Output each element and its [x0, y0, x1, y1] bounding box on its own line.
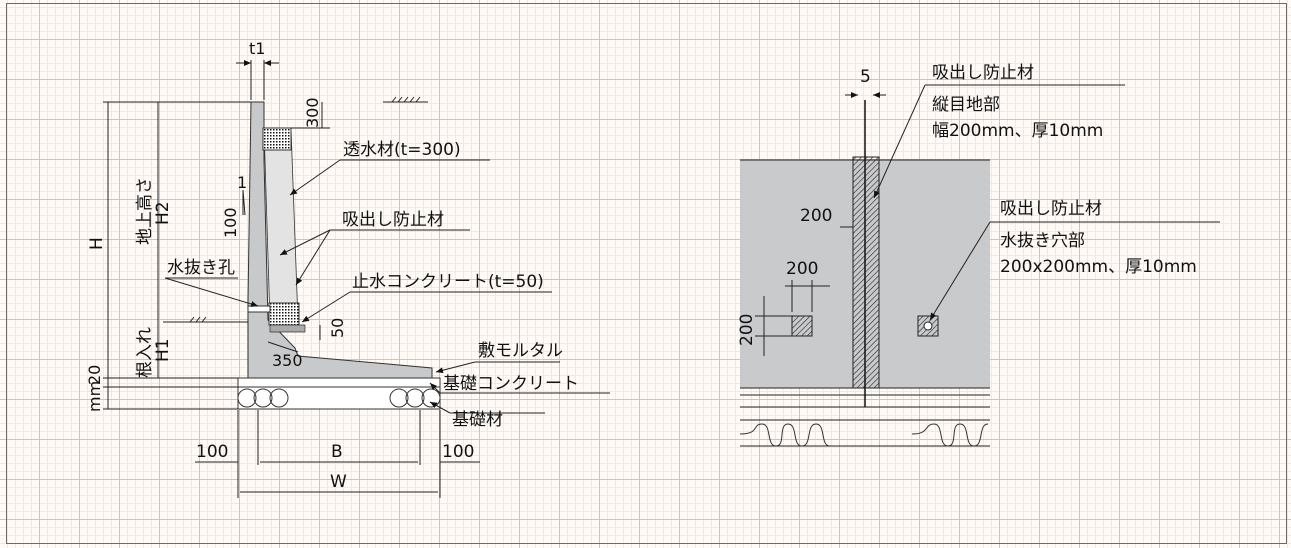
label-base-material: 基礎材: [452, 410, 503, 430]
label-weep-spec: 200x200mm、厚10mm: [1000, 257, 1197, 277]
label-anti-suction: 吸出し防止材: [342, 210, 444, 230]
dim-200-h: 200: [786, 259, 818, 279]
label-anti-suction-1: 吸出し防止材: [932, 63, 1034, 83]
dim-mm: mm: [85, 381, 104, 412]
dim-t1: t1: [249, 39, 265, 58]
label-H: H: [87, 237, 107, 250]
base-concrete: [237, 377, 441, 388]
dim-200-joint: 200: [800, 206, 832, 226]
weep-hole-right: [917, 315, 939, 337]
dim-350: 350: [272, 351, 303, 370]
label-drain-hole: 水抜き孔: [167, 258, 235, 278]
label-H2: H2: [153, 201, 173, 225]
dim-50: 50: [328, 318, 347, 338]
dim-20: 20: [85, 365, 104, 385]
slope-1: 1: [237, 173, 247, 192]
label-anti-suction-2: 吸出し防止材: [1000, 199, 1102, 219]
dim-100-left: 100: [196, 442, 228, 462]
dim-200-v: 200: [737, 314, 757, 346]
label-joint: 縦目地部: [932, 95, 1000, 115]
permeable-bottom-mesh: [268, 302, 300, 326]
label-permeable: 透水材(t=300): [343, 140, 461, 160]
drain-hole: [247, 305, 271, 313]
slope-100: 100: [221, 207, 240, 238]
label-base-concrete: 基礎コンクリート: [443, 374, 579, 394]
label-mortar: 敷モルタル: [478, 341, 563, 361]
permeable-top-mesh: [262, 127, 292, 151]
label-stop-concrete: 止水コンクリート(t=50): [352, 272, 544, 292]
wall-front-view: [739, 84, 1220, 447]
label-H1: H1: [153, 338, 173, 362]
dim-300: 300: [303, 97, 322, 128]
label-W: W: [330, 472, 347, 492]
left-labels: t1 300 透水材(t=300) 吸出し防止材 1 100 H 地上高さ H2…: [85, 39, 579, 492]
right-labels: 5 吸出し防止材 縦目地部 幅200mm、厚10mm 200 吸出し防止材 水抜…: [737, 63, 1197, 346]
drawing-frame: [6, 3, 1287, 544]
label-ground-height: 地上高さ: [135, 177, 155, 245]
weep-hole-left: [791, 315, 813, 337]
dim-100-right: 100: [442, 442, 474, 462]
label-joint-spec: 幅200mm、厚10mm: [932, 121, 1103, 141]
label-embed: 根入れ: [135, 327, 155, 378]
vertical-joint: [852, 156, 880, 389]
label-weep: 水抜き穴部: [1000, 231, 1085, 251]
label-B: B: [331, 442, 343, 462]
dim-5: 5: [860, 67, 871, 87]
retaining-wall-section: [103, 60, 610, 498]
